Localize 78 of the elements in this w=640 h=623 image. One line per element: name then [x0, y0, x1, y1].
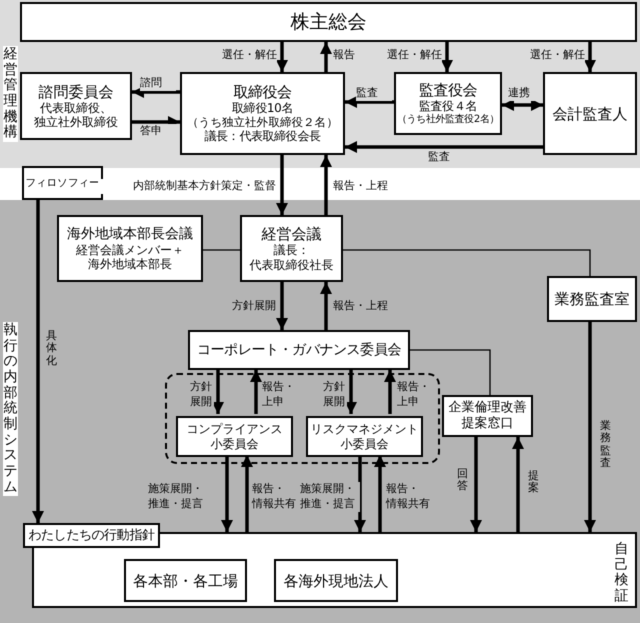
box-text: 議長：代表取締役社長	[248, 243, 334, 272]
box-text: 議長：代表取締役会長	[204, 129, 320, 144]
edge-label: 具体化	[46, 330, 58, 367]
meeting-box	[20, 2, 637, 42]
connector-line	[343, 249, 591, 276]
edge-label: 内部統制基本方針策定・監督	[98, 179, 276, 194]
arrow	[354, 455, 366, 532]
org-box	[543, 72, 637, 155]
box-title: 株主総会	[290, 10, 366, 34]
arrow	[345, 370, 357, 414]
box-title: 業務監査室	[554, 290, 630, 308]
arrow	[512, 437, 524, 532]
org-box	[124, 559, 247, 602]
box-title: リスクマネジメント小委員会	[310, 422, 420, 451]
edge-label: 監査	[356, 86, 392, 101]
org-box	[180, 72, 345, 155]
org-box	[57, 215, 203, 282]
section-label: 執行の内部統制システム	[3, 322, 18, 496]
arrow	[212, 370, 224, 414]
box-title: 取締役会	[233, 83, 292, 102]
arrow	[250, 370, 262, 414]
org-box	[23, 523, 160, 548]
arrow	[276, 155, 288, 215]
box-text: 代表取締役、独立社外取締役	[33, 100, 119, 130]
arrow	[276, 42, 288, 72]
arrow	[320, 42, 332, 72]
box-title: 諮問委員会	[38, 82, 114, 101]
box-text: 取締役10名	[232, 101, 293, 116]
box-title: 各本部・各工場	[133, 572, 238, 590]
box-text: 経営会議メンバー＋海外地域本部長	[75, 242, 185, 272]
org-box	[306, 416, 423, 457]
arrow	[241, 455, 253, 532]
org-box	[22, 166, 103, 200]
org-box	[240, 215, 343, 282]
org-box	[442, 395, 533, 437]
box-title: 監査役会	[418, 81, 478, 100]
arrow	[32, 200, 44, 523]
edge-label: 提案	[528, 470, 540, 495]
arrow	[584, 322, 596, 532]
box-title: コンプライアンス小委員会	[186, 422, 284, 451]
box-title: 会計監査人	[552, 104, 628, 122]
vertical-label: 自己検証	[614, 542, 629, 605]
arrow	[221, 455, 233, 532]
org-box	[188, 330, 410, 370]
edge-label: 回答	[457, 468, 469, 493]
org-box	[176, 416, 293, 457]
arrow	[441, 42, 453, 72]
arrow	[584, 42, 596, 72]
org-box	[547, 276, 637, 322]
box-title: 各海外現地法人	[284, 572, 388, 590]
connector-line	[203, 249, 240, 251]
edge-label: 連携	[508, 86, 538, 101]
edge-label: 業務監査	[600, 420, 612, 470]
connector-line	[410, 349, 491, 395]
box-title: 海外地域本部長会議	[67, 226, 193, 242]
box-title: 経営会議	[262, 225, 322, 244]
arrow	[320, 155, 332, 215]
box-text: （うち社外監査役2名）	[397, 114, 499, 126]
arrow	[384, 370, 396, 414]
section-label: 経営管理機構	[3, 46, 18, 142]
box-title: コーポレート・ガバナンス委員会	[196, 342, 401, 358]
box-title: わたしたちの行動指針	[28, 528, 154, 544]
org-box	[394, 72, 502, 135]
box-text: 監査役４名	[418, 99, 477, 114]
box-text: （うち独立社外取締役２名）	[187, 116, 338, 130]
arrow	[276, 282, 288, 330]
org-box	[20, 72, 132, 140]
edge-label: 施策展開・推進・提言	[300, 482, 360, 512]
arrow	[470, 437, 482, 532]
org-box	[274, 559, 398, 602]
box-title: 企業倫理改善提案窓口	[448, 400, 528, 432]
arrow	[502, 99, 543, 111]
arrow	[132, 86, 180, 98]
arrow	[345, 141, 543, 153]
arrow	[345, 96, 394, 108]
edge-label: 諮問	[140, 76, 176, 91]
arrow	[320, 282, 332, 330]
arrow	[374, 455, 386, 532]
